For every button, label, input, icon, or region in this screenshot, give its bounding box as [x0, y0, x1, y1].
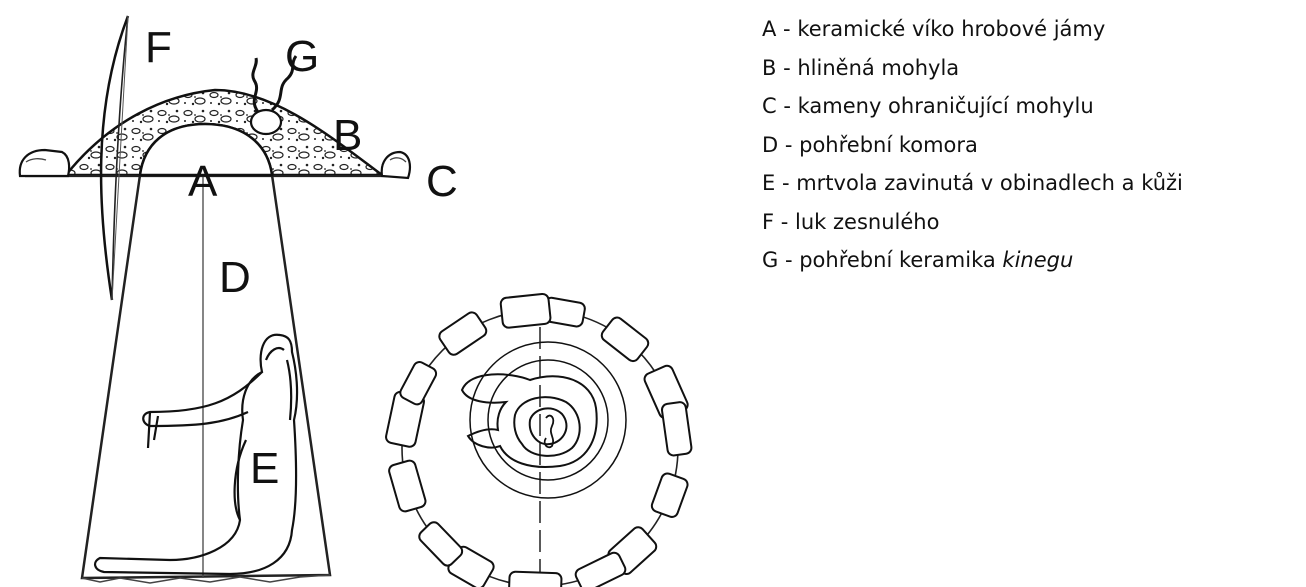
legend-text: luk zesnulého — [795, 209, 940, 234]
legend-text: pohřební keramika — [799, 248, 1003, 272]
legend-sep: - — [776, 55, 798, 80]
label-f: F — [145, 23, 172, 72]
plan-stone — [650, 472, 689, 518]
plan-stone — [399, 361, 438, 406]
legend-sep: - — [774, 209, 796, 234]
legend-item-g: G - pohřební keramika kinegu — [762, 241, 1183, 280]
plan-stone — [600, 316, 650, 363]
plan-ring-stones — [385, 292, 693, 587]
plan-view — [385, 292, 693, 587]
label-a: A — [188, 157, 218, 206]
legend-text: mrtvola zavinutá v obinadlech a kůži — [796, 171, 1183, 195]
legend-key: D — [762, 132, 779, 157]
label-d: D — [219, 253, 251, 302]
legend: A - keramické víko hrobové jámy B - hlin… — [762, 10, 1183, 280]
label-c: C — [426, 157, 458, 206]
plan-stone — [507, 570, 563, 587]
legend-text: hliněná mohyla — [797, 55, 960, 80]
legend-key: G — [762, 248, 779, 272]
legend-key: B — [762, 55, 777, 80]
legend-emphasis: kinegu — [1002, 248, 1074, 272]
legend-item-b: B - hliněná mohyla — [762, 49, 1183, 88]
legend-item-c: C - kameny ohraničující mohylu — [762, 87, 1183, 126]
legend-text: pohřební komora — [799, 132, 978, 157]
legend-item-e: E - mrtvola zavinutá v obinadlech a kůži — [762, 164, 1183, 203]
ceramic-lid — [138, 122, 274, 177]
legend-sep: - — [776, 17, 798, 41]
legend-key: A — [762, 17, 777, 41]
bow — [99, 15, 130, 301]
legend-item-a: A - keramické víko hrobové jámy — [762, 10, 1183, 49]
wrapped-body — [94, 333, 299, 576]
label-g: G — [285, 32, 319, 81]
legend-text: kameny ohraničující mohylu — [797, 94, 1094, 118]
legend-sep: - — [778, 132, 800, 157]
legend-key: E — [762, 171, 776, 195]
burial-mound-diagram: A B C D E F G — [18, 15, 693, 587]
boundary-stones — [18, 148, 411, 180]
legend-key: C — [762, 94, 777, 118]
legend-sep: - — [778, 248, 800, 272]
plan-stone — [574, 551, 627, 587]
plan-stone — [660, 401, 693, 457]
plan-inner-circles — [460, 341, 627, 499]
plan-stone — [499, 292, 552, 329]
burial-ceramic — [249, 55, 298, 136]
plan-stone — [438, 311, 488, 356]
legend-sep: - — [775, 171, 797, 195]
plan-stone — [418, 521, 464, 567]
legend-item-d: D - pohřební komora — [762, 126, 1183, 165]
plan-stone — [388, 459, 427, 513]
label-b: B — [333, 111, 362, 160]
legend-text: keramické víko hrobové jámy — [797, 17, 1106, 41]
legend-sep: - — [776, 94, 798, 118]
label-e: E — [250, 444, 279, 493]
legend-item-f: F - luk zesnulého — [762, 203, 1183, 242]
legend-key: F — [762, 209, 775, 234]
